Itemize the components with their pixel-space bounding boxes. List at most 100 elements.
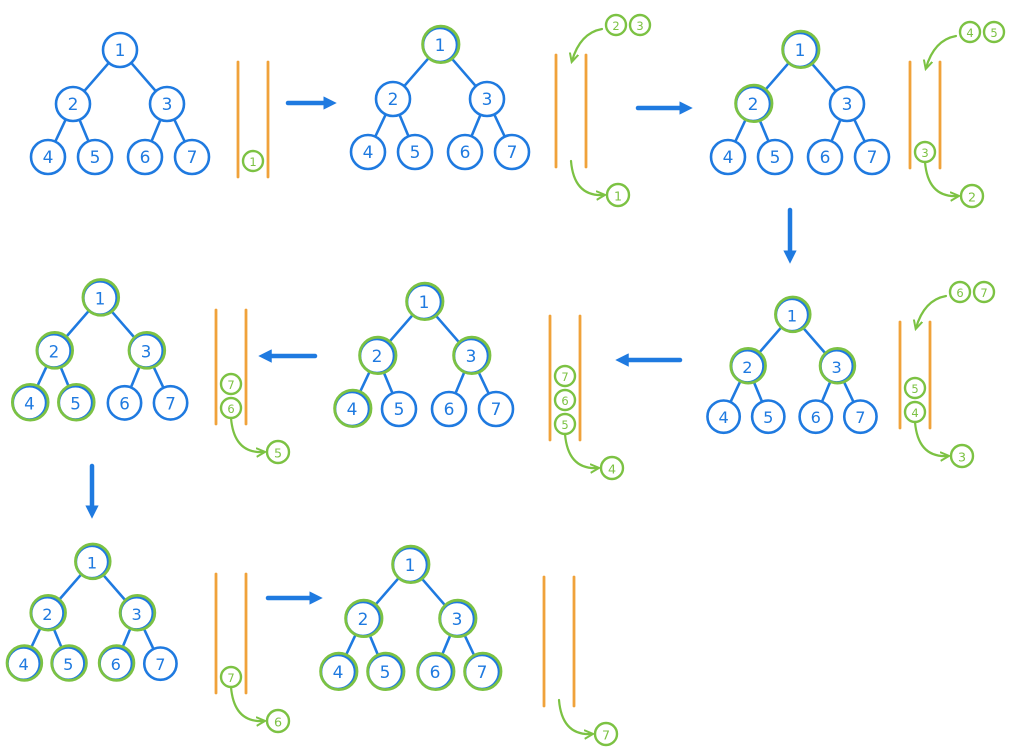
visited-mark [344, 598, 384, 639]
visited-mark [81, 278, 121, 317]
tree-edge [830, 118, 842, 143]
node-circle [828, 85, 866, 123]
enqueue-arrow [572, 27, 604, 61]
node-label: 5 [90, 148, 101, 168]
badge-label: 3 [958, 450, 966, 465]
tree-node-2: 2 [29, 593, 67, 632]
node-circle [349, 133, 387, 171]
node-circle [709, 138, 747, 176]
node-label: 6 [460, 143, 471, 163]
node-label: 2 [68, 95, 79, 115]
tree-edge [56, 572, 83, 603]
tree-edge [801, 325, 828, 356]
enqueued-item: 7 [972, 280, 996, 304]
node-circle [106, 384, 143, 421]
visited-mark [734, 83, 774, 123]
tree-node-6: 6 [798, 399, 834, 435]
visited-mark [74, 542, 112, 581]
visited-mark [50, 644, 88, 682]
badge-label: 2 [612, 19, 619, 33]
node-circle [54, 85, 92, 123]
tree-edge [470, 113, 482, 138]
queue: 7 [214, 572, 248, 695]
tree-edge [382, 370, 394, 395]
node-circle [76, 138, 114, 176]
badge-label: 7 [980, 286, 987, 300]
enqueue-arrow [916, 294, 948, 328]
dequeue-arrow [923, 160, 958, 196]
tree-node-3: 3 [818, 346, 857, 385]
tree-node-5: 5 [756, 138, 794, 176]
tree-edge [820, 379, 832, 404]
badge-circle [605, 182, 631, 208]
visited-mark [438, 598, 478, 639]
tree-edge [398, 113, 410, 138]
badge-label: 6 [274, 715, 282, 730]
badge-label: 4 [966, 26, 973, 40]
badge-label: 5 [990, 26, 997, 40]
tree-edge [343, 633, 358, 658]
tree-node-7: 7 [842, 399, 878, 435]
tree-node-7: 7 [493, 133, 531, 171]
node-label: 1 [405, 556, 416, 576]
visited-mark [366, 651, 406, 692]
queue-item: 7 [219, 665, 243, 689]
queue-item: 1 [241, 149, 265, 173]
node-circle [806, 138, 844, 176]
tree-node-2: 2 [734, 83, 774, 123]
tree-edge [433, 313, 462, 345]
queue-item: 5 [553, 412, 577, 436]
queue-item: 4 [903, 400, 927, 424]
node-circle [468, 80, 506, 118]
node-label: 3 [482, 90, 493, 110]
tree-edge [129, 365, 141, 389]
badge-circle [628, 13, 652, 37]
node-label: 3 [132, 605, 142, 624]
visited-mark [57, 383, 96, 422]
tree-node-7: 7 [477, 390, 515, 428]
badge-circle [958, 20, 982, 44]
tree-edge [733, 118, 748, 143]
node-circle [152, 384, 189, 421]
tree-edge [368, 633, 380, 658]
badge-circle [949, 443, 975, 469]
node-label: 7 [507, 143, 518, 163]
tree-edge [842, 379, 855, 404]
node-label: 3 [141, 342, 152, 361]
badge-circle [553, 388, 577, 412]
tree-edge [440, 633, 452, 658]
step-flow-arrows [85, 96, 797, 605]
badge-circle [604, 13, 628, 37]
node-label: 6 [111, 655, 121, 674]
node-circle [706, 399, 742, 435]
visited-mark [127, 331, 167, 370]
tree-node-3: 3 [148, 85, 186, 123]
visited-mark [118, 593, 157, 632]
dequeue-arrow [563, 432, 598, 468]
badge-label: 5 [561, 418, 568, 432]
dequeue-arrow [229, 685, 264, 721]
tree-node-2: 2 [344, 598, 384, 639]
dequeued-item: 5 [265, 439, 291, 465]
node-circle [750, 399, 786, 435]
tree-node-4: 4 [29, 138, 67, 176]
node-label: 5 [63, 655, 73, 674]
tree-node-2: 2 [729, 346, 767, 385]
node-label: 5 [380, 663, 391, 683]
tree-node-5: 5 [76, 138, 114, 176]
tree-edge [52, 626, 64, 651]
tree-node-5: 5 [750, 399, 786, 435]
node-circle [396, 133, 434, 171]
dequeued-item: 2 [959, 183, 985, 209]
queue: 765 [548, 314, 582, 442]
node-label: 6 [119, 394, 130, 413]
node-circle [173, 138, 211, 176]
tree-node-5: 5 [57, 383, 96, 422]
tree-node-6: 6 [126, 138, 164, 176]
enqueued-item: 6 [948, 280, 972, 304]
node-label: 7 [165, 394, 176, 413]
